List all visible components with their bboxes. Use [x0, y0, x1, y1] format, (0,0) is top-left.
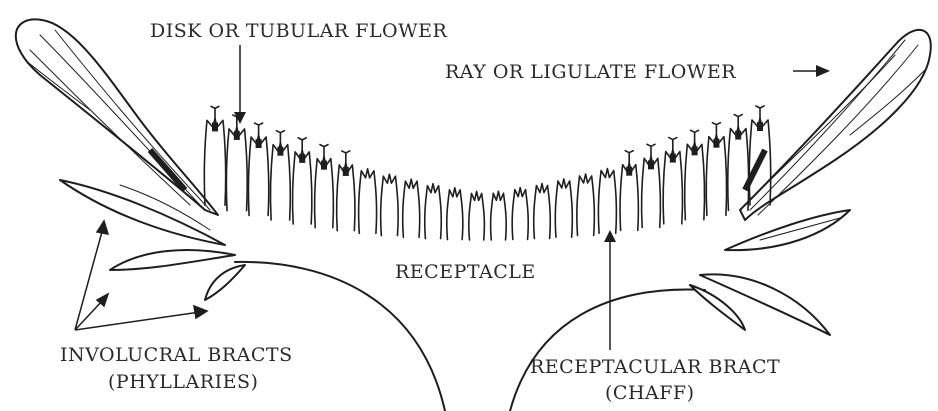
- chaff-label: (CHAFF): [605, 384, 695, 403]
- floret-anther: [692, 146, 698, 155]
- floret-stigma: [647, 144, 655, 156]
- floret-stigma: [625, 151, 633, 163]
- disk-flower-label: DISK OR TUBULAR FLOWER: [150, 22, 447, 41]
- disk-floret: [425, 184, 442, 239]
- receptacle-label: RECEPTACLE: [395, 263, 536, 282]
- disk-floret: [204, 118, 225, 205]
- floret-anther: [299, 154, 305, 163]
- receptacular-bract-arrow: [604, 230, 616, 350]
- disk-floret: [403, 179, 420, 237]
- floret-anther: [234, 131, 240, 140]
- right-involucral-bracts: [690, 210, 850, 335]
- receptacular-bract-label: RECEPTACULAR BRACT: [530, 358, 780, 377]
- floret-stigma: [342, 151, 350, 163]
- disk-florets-row: [204, 106, 770, 240]
- floret-anther: [670, 154, 676, 163]
- floret-anther: [648, 160, 654, 169]
- floret-stigma: [734, 115, 742, 127]
- floret-stigma: [255, 123, 263, 135]
- disk-floret: [512, 188, 528, 240]
- floret-anther: [713, 139, 719, 148]
- floret-anther: [212, 122, 218, 131]
- floret-stigma: [276, 131, 284, 143]
- floret-stigma: [756, 106, 764, 118]
- floret-anther: [626, 167, 632, 176]
- floret-anther: [321, 161, 327, 170]
- floret-stigma: [320, 145, 328, 157]
- disk-floret: [577, 174, 595, 235]
- floret-anther: [735, 131, 741, 140]
- floret-anther: [256, 139, 262, 148]
- disk-floret: [469, 191, 485, 240]
- floret-anther: [757, 122, 763, 131]
- disk-flower-arrow: [234, 45, 246, 124]
- floret-anther: [343, 167, 349, 176]
- floret-stigma: [211, 106, 219, 118]
- floret-stigma: [669, 138, 677, 150]
- disk-floret: [534, 184, 551, 239]
- ray-flower-arrow: [793, 65, 830, 77]
- disk-floret: [491, 191, 507, 240]
- floret-stigma: [691, 130, 699, 142]
- ray-flower-label: RAY OR LIGULATE FLOWER: [445, 63, 736, 82]
- phyllaries-label: (PHYLLARIES): [108, 373, 258, 392]
- involucral-bracts-label: INVOLUCRAL BRACTS: [60, 346, 293, 365]
- disk-floret: [447, 188, 463, 240]
- floret-stigma: [298, 138, 306, 150]
- disk-floret: [381, 174, 398, 235]
- disk-floret: [555, 179, 572, 237]
- floret-stigma: [712, 123, 720, 135]
- disk-floret: [598, 169, 616, 234]
- floret-anther: [277, 147, 283, 156]
- left-ray-flower: [16, 19, 218, 215]
- disk-floret: [359, 169, 377, 233]
